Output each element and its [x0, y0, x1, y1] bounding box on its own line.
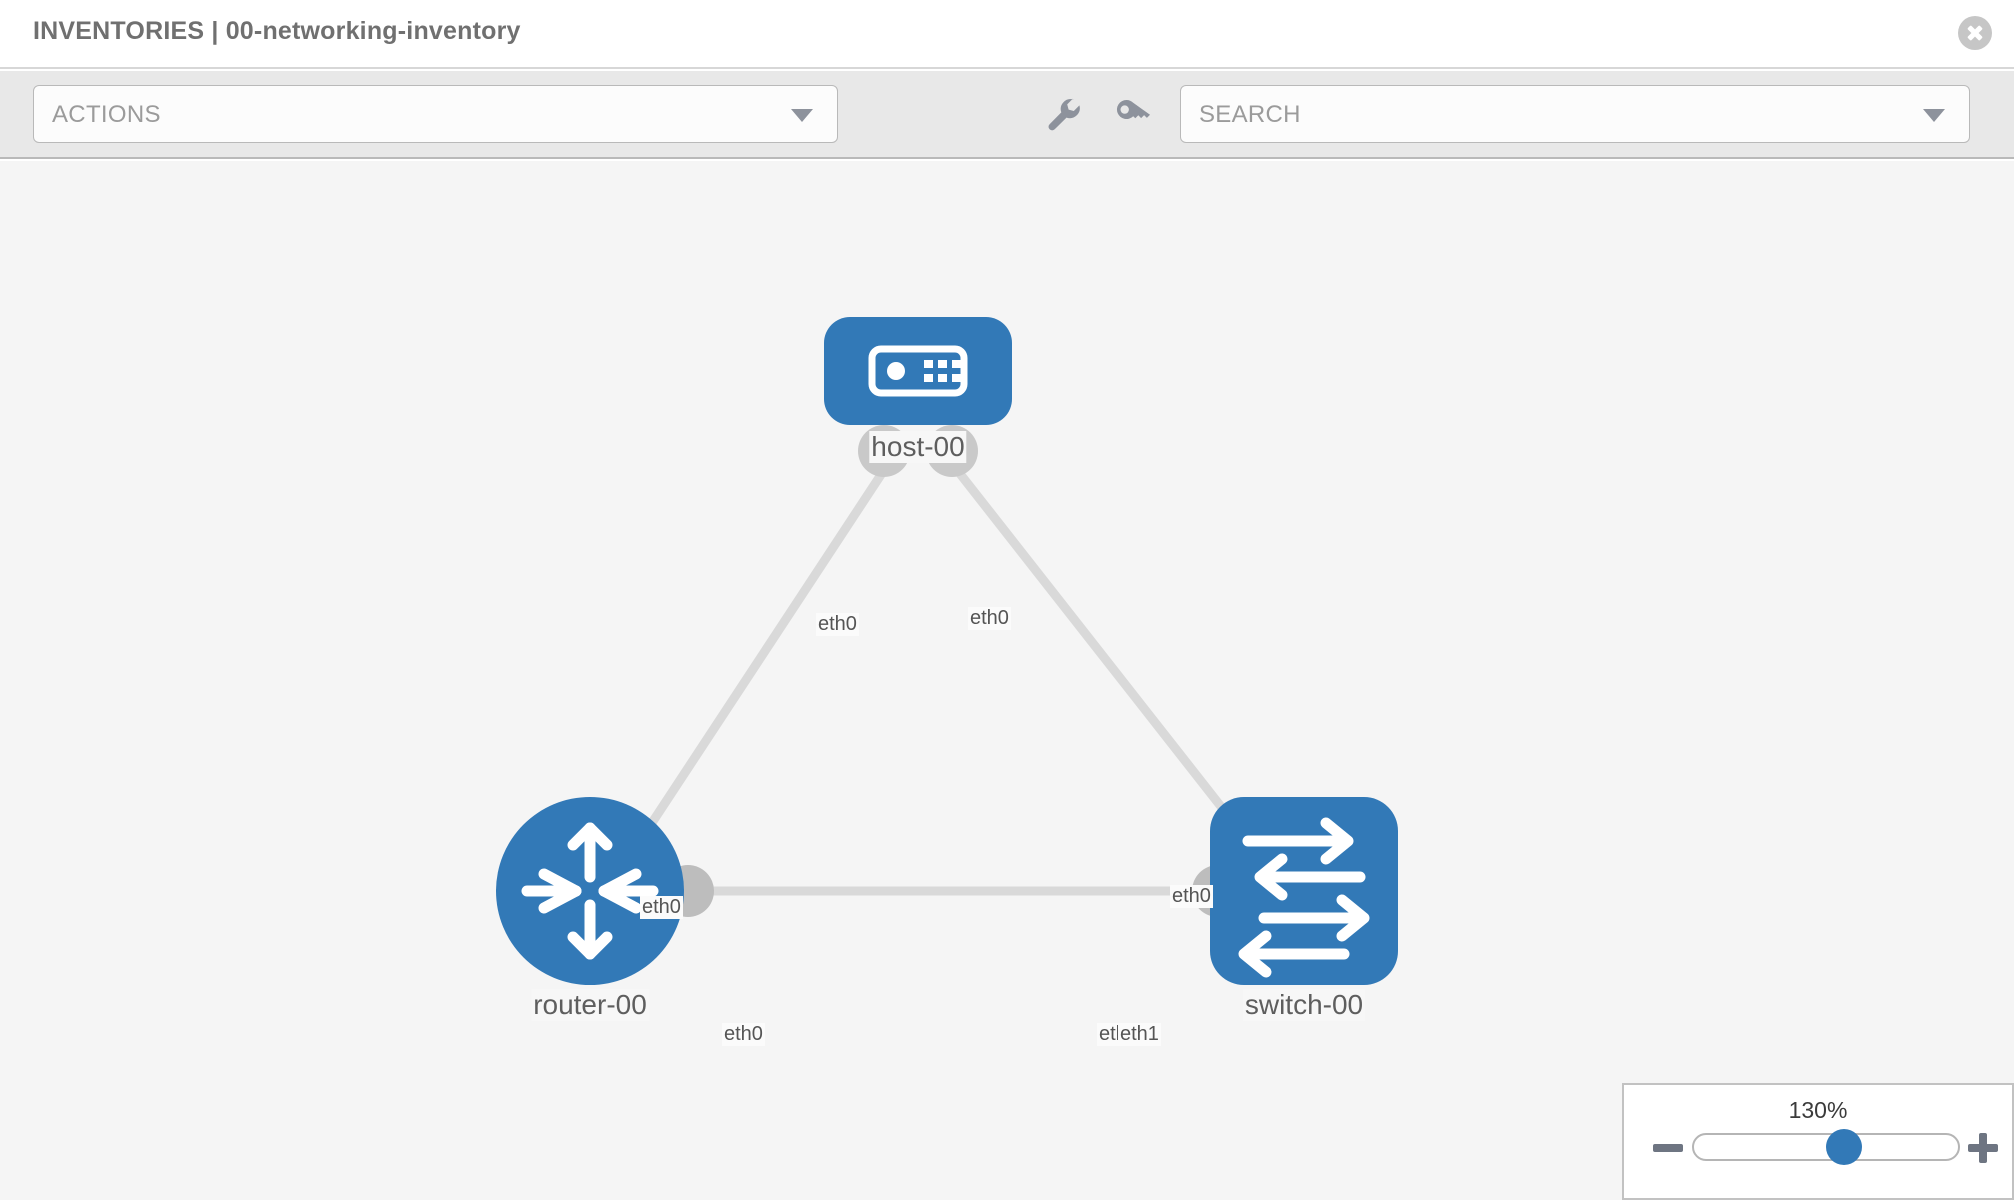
- zoom-control-panel: 130%: [1622, 1083, 2014, 1200]
- zoom-level-value: 130%: [1788, 1097, 1848, 1123]
- toolbar: ACTIONS SEARCH: [0, 71, 2014, 159]
- wrench-icon[interactable]: [1042, 93, 1086, 137]
- link-host-switch: [946, 458, 1252, 844]
- page-title: INVENTORIES | 00-networking-inventory: [33, 17, 521, 45]
- iface-label-router-switch-near-router: eth0: [722, 1023, 765, 1046]
- topology-canvas[interactable]: host-00 router-00 switch-00 eth0 eth0 et…: [0, 161, 2014, 1200]
- key-icon[interactable]: [1110, 93, 1154, 137]
- node-switch-00[interactable]: [1210, 797, 1398, 985]
- close-icon[interactable]: [1958, 16, 1992, 50]
- iface-label-host-router-near-router: eth0: [640, 896, 683, 919]
- minus-icon[interactable]: [1653, 1133, 1683, 1163]
- node-router-00[interactable]: [496, 797, 684, 985]
- link-host-router: [636, 458, 894, 844]
- iface-label-host-router-near-host: eth0: [816, 613, 859, 636]
- search-placeholder: SEARCH: [1199, 101, 1301, 128]
- chevron-down-icon: [791, 109, 813, 122]
- iface-label-host-switch-near-host: eth0: [968, 607, 1011, 630]
- router-arrows-icon: [521, 822, 659, 960]
- chevron-down-icon[interactable]: [1923, 109, 1945, 122]
- zoom-slider-thumb[interactable]: [1826, 1129, 1863, 1165]
- zoom-slider[interactable]: [1692, 1129, 1960, 1165]
- search-input[interactable]: SEARCH: [1180, 85, 1970, 143]
- page-header: INVENTORIES | 00-networking-inventory: [0, 0, 2014, 69]
- node-label-host-00: host-00: [869, 431, 967, 463]
- switch-arrows-icon: [1238, 817, 1370, 978]
- topology-graph: [496, 317, 1398, 985]
- plus-icon[interactable]: [1968, 1133, 1998, 1163]
- node-label-router-00: router-00: [531, 989, 649, 1021]
- node-label-switch-00: switch-00: [1242, 989, 1366, 1021]
- iface-label-router-switch-overlap: eth1: [1118, 1023, 1161, 1046]
- actions-dropdown[interactable]: ACTIONS: [33, 85, 838, 143]
- actions-dropdown-label: ACTIONS: [52, 101, 161, 128]
- server-device-icon: [868, 345, 968, 397]
- node-host-00[interactable]: [824, 317, 1012, 425]
- iface-label-host-switch-near-switch: eth0: [1170, 885, 1213, 908]
